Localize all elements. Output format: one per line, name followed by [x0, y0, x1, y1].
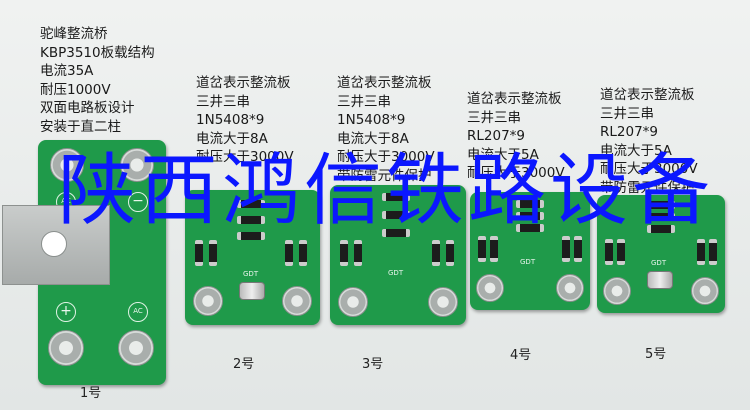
terminal-hole [118, 330, 154, 366]
spec-line: 驼峰整流桥 [40, 26, 108, 42]
pcb-board-2: GDT [185, 190, 320, 325]
spec-line: 三井三串 [337, 93, 391, 110]
diode [574, 236, 582, 262]
diode [605, 239, 613, 265]
diode [446, 240, 454, 266]
diode [237, 200, 265, 208]
diode [516, 212, 544, 220]
gas-discharge-tube [647, 271, 673, 289]
product-number-4: 4号 [510, 348, 532, 363]
spec-line: 三井三串 [467, 109, 521, 126]
diode [285, 240, 293, 266]
gas-discharge-tube [239, 282, 265, 300]
spec-line: KBP3510板载结构 [40, 44, 155, 61]
spec-block-5: 道岔表示整流板 三井三串 RL207*9 电流大于5A 耐压大于3000V 带防… [600, 86, 698, 197]
spec-block-3: 道岔表示整流板 三井三串 1N5408*9 电流大于8A 耐压大于3000V 带… [337, 74, 435, 185]
terminal-hole [428, 287, 458, 317]
spec-line: 道岔表示整流板 [196, 75, 291, 91]
spec-line: 耐压大于3000V [337, 149, 435, 165]
terminal-hole [691, 277, 719, 305]
diode [354, 240, 362, 266]
spec-line: 耐压大于3000V [467, 165, 565, 181]
spec-line: 带防雷元件保护 [337, 167, 432, 184]
plus-mark: + [56, 302, 76, 322]
spec-line: 电流大于8A [196, 130, 268, 147]
spec-line: 三井三串 [196, 93, 250, 110]
spec-block-4: 道岔表示整流板 三井三串 RL207*9 电流大于5A 耐压大于3000V [467, 90, 565, 183]
diode [617, 239, 625, 265]
company-watermark: 陕西鸿信铁路设备 [58, 146, 715, 236]
spec-block-1: 驼峰整流桥 KBP3510板载结构 电流35A 耐压1000V 双面电路板设计 … [40, 25, 155, 136]
gdt-label: GDT [651, 259, 667, 267]
diode [709, 239, 717, 265]
spec-line: 带防雷元件保护 [600, 179, 695, 196]
spec-line: 耐压大于3000V [196, 149, 294, 165]
terminal-hole [603, 277, 631, 305]
diode [209, 240, 217, 266]
minus-mark: − [128, 192, 148, 212]
diode [237, 216, 265, 224]
terminal-hole [338, 287, 368, 317]
spec-line: 安装于直二柱 [40, 118, 121, 135]
bridge-rectifier-block [2, 205, 110, 285]
spec-line: 电流大于5A [467, 146, 539, 163]
product-number-3: 3号 [362, 357, 384, 372]
product-number-2: 2号 [233, 357, 255, 372]
diode [432, 240, 440, 266]
diode [516, 200, 544, 208]
terminal-hole [48, 330, 84, 366]
spec-line: 三井三串 [600, 105, 654, 122]
pcb-board-3: GDT [330, 185, 466, 325]
product-number-1: 1号 [80, 386, 102, 401]
diode [478, 236, 486, 262]
spec-line: 电流大于5A [600, 142, 672, 159]
pcb-board-4: GDT [470, 192, 590, 310]
gdt-label: GDT [243, 270, 259, 278]
gdt-label: GDT [388, 269, 404, 277]
diode [299, 240, 307, 266]
diode [382, 193, 410, 201]
diode [562, 236, 570, 262]
spec-line: 1N5408*9 [337, 112, 406, 128]
spec-line: 耐压1000V [40, 81, 111, 98]
diode [490, 236, 498, 262]
terminal-hole [50, 148, 84, 182]
product-number-5: 5号 [645, 347, 667, 362]
diode [237, 232, 265, 240]
mount-hole [41, 231, 67, 257]
terminal-hole [193, 286, 223, 316]
diode [647, 201, 675, 209]
spec-line: 道岔表示整流板 [467, 91, 562, 107]
spec-line: 电流大于8A [337, 130, 409, 147]
diode [382, 211, 410, 219]
diode [195, 240, 203, 266]
diode [516, 224, 544, 232]
spec-line: RL207*9 [467, 128, 526, 144]
diode [382, 229, 410, 237]
spec-line: RL207*9 [600, 124, 659, 140]
diode [340, 240, 348, 266]
diode [647, 225, 675, 233]
spec-line: 道岔表示整流板 [600, 87, 695, 103]
spec-line: 1N5408*9 [196, 112, 265, 128]
spec-line: 双面电路板设计 [40, 100, 135, 116]
pcb-board-5: GDT [597, 195, 725, 313]
terminal-hole [120, 148, 154, 182]
terminal-hole [282, 286, 312, 316]
ac-mark: AC [128, 302, 148, 322]
terminal-hole [476, 274, 504, 302]
spec-line: 道岔表示整流板 [337, 75, 432, 91]
diode [647, 213, 675, 221]
terminal-hole [556, 274, 584, 302]
spec-line: 耐压大于3000V [600, 161, 698, 177]
spec-block-2: 道岔表示整流板 三井三串 1N5408*9 电流大于8A 耐压大于3000V [196, 74, 294, 167]
gdt-label: GDT [520, 258, 536, 266]
spec-line: 电流35A [40, 63, 94, 79]
diode [697, 239, 705, 265]
